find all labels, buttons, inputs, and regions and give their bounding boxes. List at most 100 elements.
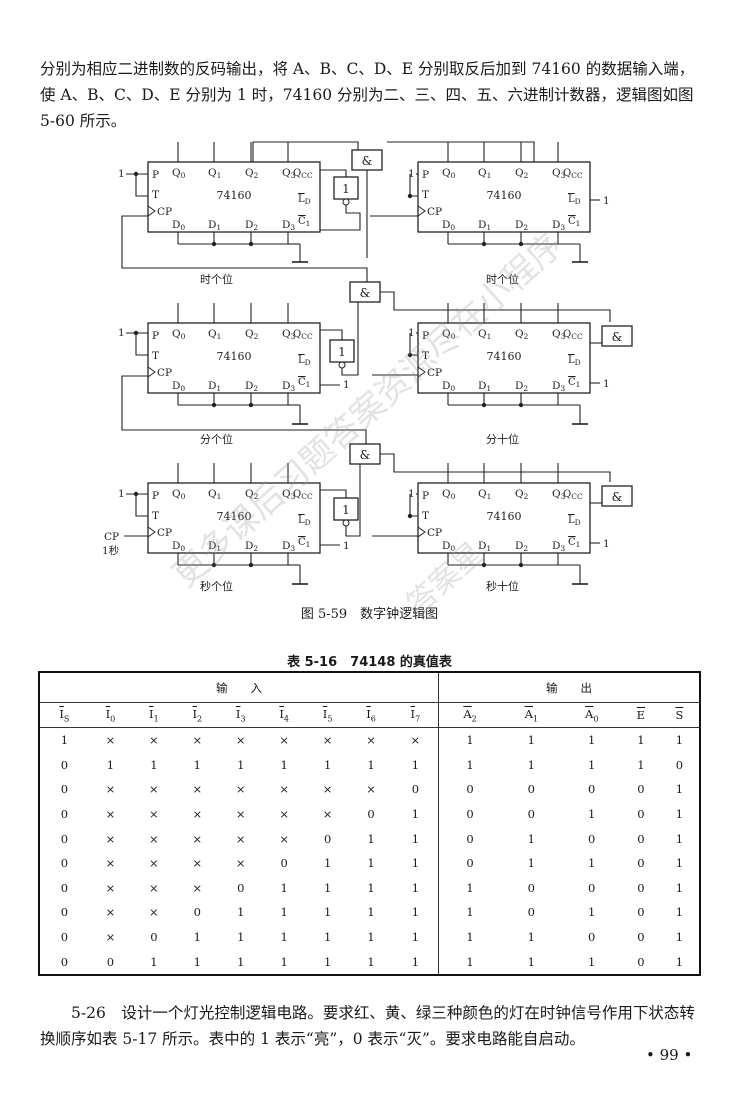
wire	[387, 141, 535, 162]
col-header-i2: I2	[175, 702, 220, 728]
wire	[320, 205, 361, 231]
const-one: 1	[603, 195, 610, 207]
col-header-i1: I1	[132, 702, 176, 728]
table-cell: ×	[322, 733, 333, 748]
and-gate-symbol: &	[612, 490, 623, 504]
pin-label-p: P	[422, 169, 429, 181]
table-cell: ×	[192, 807, 203, 822]
table-cell: 1	[527, 930, 535, 945]
table-cell: 0	[323, 831, 332, 846]
pin-label-qcc: QCC	[293, 489, 313, 501]
pin-label-c1: C1	[568, 537, 580, 549]
pin-label-d0: D0	[172, 380, 185, 393]
table-cell: ×	[105, 880, 116, 895]
table-cell: 0	[588, 880, 596, 895]
pin-label-q3: Q3	[552, 328, 566, 341]
table-cell: 1	[237, 930, 245, 945]
table-cell: 1	[438, 949, 502, 976]
table-cell: ×	[279, 831, 289, 846]
table-cell: 1	[501, 949, 562, 976]
pin-label-q0: Q0	[172, 328, 186, 341]
table-cell: 1	[323, 905, 332, 920]
table-cell: 1	[527, 733, 535, 748]
chip-minute-units	[147, 322, 321, 394]
table-cell: 0	[466, 856, 474, 871]
pin-label-d0: D0	[172, 540, 185, 553]
pin-label-ld: LD	[568, 355, 581, 367]
table-cell: 1	[262, 949, 306, 976]
pin-label-c1: C1	[298, 537, 310, 549]
const-one: 1	[343, 379, 350, 391]
table-cell: 1	[637, 757, 645, 772]
pin-label-ld: LD	[568, 515, 581, 527]
col-header-a0: A0	[561, 702, 622, 728]
table-cell: 1	[527, 831, 535, 846]
table-cell: 1	[392, 875, 439, 901]
inverter-bubble	[338, 361, 346, 369]
table-cell: 1	[588, 757, 596, 772]
wire	[380, 453, 611, 482]
chip-body-hour-units	[147, 161, 321, 233]
not-gate-symbol: 1	[342, 503, 350, 517]
table-cell: 0	[280, 856, 288, 871]
table-cell: 1	[659, 801, 702, 827]
wire	[121, 215, 368, 282]
wire	[320, 489, 347, 498]
table-cell: ×	[192, 856, 203, 871]
table-cell: 0	[659, 752, 702, 778]
pin-label-q1: Q1	[208, 167, 221, 180]
table-cell: ×	[192, 733, 203, 748]
pin-label-ld: LD	[298, 515, 311, 527]
wire	[320, 329, 343, 340]
table-cell: ×	[149, 807, 159, 822]
label-clock-input: CP	[104, 531, 119, 543]
pin-label-q3: Q3	[282, 328, 296, 341]
label-second-tens: 秒十位	[486, 579, 519, 593]
junction-dot	[518, 402, 524, 408]
table-cell: 1	[280, 880, 288, 895]
pin-label-p: P	[152, 169, 159, 181]
output-group-header: 输 出	[438, 671, 701, 703]
table-cell: ×	[235, 782, 246, 797]
input-group-header: 输 入	[37, 671, 439, 703]
chip-body-second-tens	[417, 482, 591, 554]
pin-label-q2: Q2	[245, 167, 259, 180]
and-gate-symbol: &	[612, 330, 623, 344]
pin-label-d2: D2	[515, 380, 528, 393]
table-cell: 1	[527, 757, 535, 772]
pin-label-t: T	[152, 189, 159, 201]
label-minute-units: 分个位	[200, 432, 233, 446]
pin-label-q3: Q3	[552, 167, 566, 180]
junction-dot	[518, 241, 524, 247]
clock-triangle	[147, 366, 156, 378]
pin-label-d1: D1	[208, 380, 221, 393]
pin-label-q3: Q3	[282, 488, 296, 501]
table-cell: 1	[367, 905, 375, 920]
table-cell: 1	[392, 924, 439, 950]
and-gate-minute-tens-reset	[601, 325, 633, 347]
label-hour-units: 时个位	[200, 272, 233, 286]
table-cell: 0	[588, 930, 596, 945]
junction-dot	[211, 562, 217, 568]
figure-caption: 图 5-59 数字钟逻辑图	[300, 607, 439, 622]
table-cell: ×	[192, 831, 203, 846]
table-cell: 1	[466, 930, 474, 945]
table-cell: 0	[588, 782, 596, 797]
inverter-bubble	[342, 519, 350, 527]
label-minute-tens: 分十位	[486, 432, 519, 446]
pin-label-p: P	[152, 490, 159, 502]
table-cell: 0	[367, 807, 375, 822]
label-one-second: 1秒	[102, 544, 120, 557]
table-cell: 0	[637, 905, 645, 920]
chip-body-minute-units	[147, 322, 321, 394]
const-one: 1	[118, 168, 125, 180]
and-gate-second-tens-reset	[601, 485, 633, 507]
junction-dot	[248, 402, 254, 408]
label-hour-tens: 时个位	[486, 272, 519, 286]
const-one: 1	[118, 327, 125, 339]
col-header-a2: A2	[438, 702, 502, 728]
table-cell: 0	[38, 900, 89, 925]
table-cell: 0	[38, 875, 89, 901]
pin-label-d1: D1	[208, 219, 221, 232]
